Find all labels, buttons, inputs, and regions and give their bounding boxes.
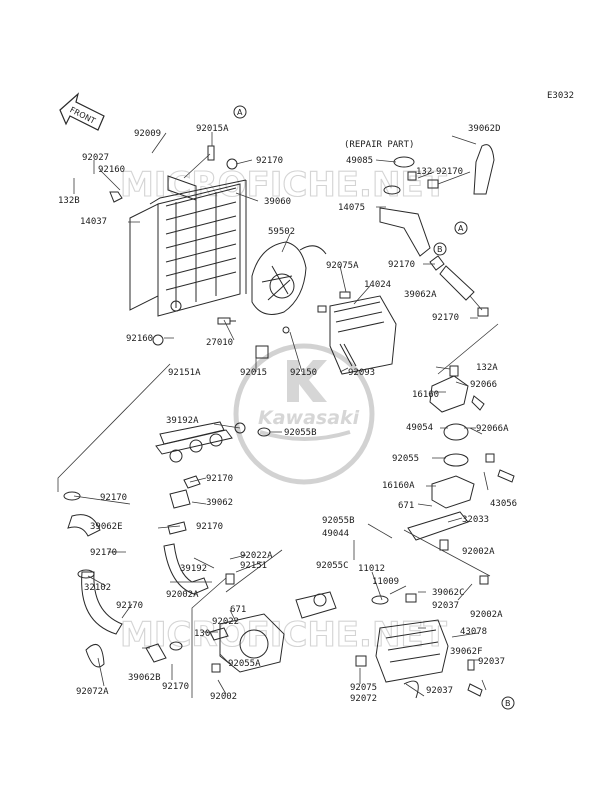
label-92066a: 92066A xyxy=(476,424,509,434)
label-671-b: 671 xyxy=(230,605,246,615)
part-labels: E3032 (REPAIR PART) 92009 92015A 92170 3… xyxy=(58,91,574,704)
label-92150: 92150 xyxy=(290,368,317,378)
label-43078: 43078 xyxy=(460,627,487,637)
label-92170-d: 92170 xyxy=(432,313,459,323)
label-92009: 92009 xyxy=(134,129,161,139)
label-39192: 39192 xyxy=(180,564,207,574)
label-92072: 92072 xyxy=(350,694,377,704)
label-92022: 92022 xyxy=(212,617,239,627)
label-132b: 132B xyxy=(58,196,80,206)
label-92066: 92066 xyxy=(470,380,497,390)
marker-b-bottom: B xyxy=(505,699,511,708)
label-92075a: 92075A xyxy=(326,261,359,271)
label-39062: 39062 xyxy=(206,498,233,508)
oil-cooler xyxy=(355,593,483,699)
label-92015a: 92015A xyxy=(196,124,229,134)
label-92055a: 92055A xyxy=(228,659,261,669)
upper-hose-assembly xyxy=(379,144,495,317)
label-39062c: 39062C xyxy=(432,588,465,598)
label-39062b: 39062B xyxy=(128,673,161,683)
label-92093: 92093 xyxy=(348,368,375,378)
label-49085: 49085 xyxy=(346,156,373,166)
label-39062f: 39062F xyxy=(450,647,483,657)
label-130: 130 xyxy=(194,629,210,639)
reservoir-tank xyxy=(317,291,397,375)
label-92075: 92075 xyxy=(350,683,377,693)
label-92022a: 92022A xyxy=(240,551,273,561)
label-92002: 92002 xyxy=(210,692,237,702)
label-32033: 32033 xyxy=(462,515,489,525)
label-92027: 92027 xyxy=(82,153,109,163)
label-92170-a: 92170 xyxy=(256,156,283,166)
label-11009: 11009 xyxy=(372,577,399,587)
label-92055b-a: 92055B xyxy=(284,428,317,438)
label-14075: 14075 xyxy=(338,203,365,213)
label-43056: 43056 xyxy=(490,499,517,509)
label-92015: 92015 xyxy=(240,368,267,378)
label-92037-c: 92037 xyxy=(426,686,453,696)
label-92037-b: 92037 xyxy=(478,657,505,667)
label-92055c: 92055C xyxy=(316,561,349,571)
front-arrow: FRONT xyxy=(59,92,105,131)
label-39192a: 39192A xyxy=(166,416,199,426)
label-39060: 39060 xyxy=(264,197,291,207)
label-92072a: 92072A xyxy=(76,687,109,697)
label-14024: 14024 xyxy=(364,280,391,290)
logo-text: Kawasaki xyxy=(258,407,360,429)
water-pump xyxy=(209,573,337,673)
label-92002a-b: 92002A xyxy=(166,590,199,600)
label-92170-h: 92170 xyxy=(90,548,117,558)
marker-a-top: A xyxy=(237,108,243,117)
label-92037-a: 92037 xyxy=(432,601,459,611)
watermark-text-top: MICROFICHE.NET xyxy=(120,165,448,205)
label-39062e: 39062E xyxy=(90,522,123,532)
label-92170-g: 92170 xyxy=(196,522,223,532)
label-49044: 49044 xyxy=(322,529,349,539)
label-92170-i: 92170 xyxy=(116,601,143,611)
label-92055b-b: 92055B xyxy=(322,516,355,526)
kawasaki-logo: Kawasaki xyxy=(233,343,375,485)
label-49054: 49054 xyxy=(406,423,433,433)
label-92160-a: 92160 xyxy=(98,165,125,175)
label-92002a-a: 92002A xyxy=(462,547,495,557)
leader-lines xyxy=(57,132,499,698)
marker-b-top: B xyxy=(437,245,443,254)
reference-markers: A A B B xyxy=(233,105,515,710)
label-32102: 32102 xyxy=(84,583,111,593)
repair-part-note: (REPAIR PART) xyxy=(344,140,414,150)
label-11012: 11012 xyxy=(358,564,385,574)
diagram-code: E3032 xyxy=(547,91,574,101)
fan-assembly xyxy=(251,241,327,359)
label-92160-b: 92160 xyxy=(126,334,153,344)
label-92002a-c: 92002A xyxy=(470,610,503,620)
marker-a-right: A xyxy=(458,224,464,233)
label-132: 132 xyxy=(416,167,432,177)
radiator xyxy=(109,145,247,346)
label-59502: 59502 xyxy=(268,227,295,237)
label-16160: 16160 xyxy=(412,390,439,400)
label-92170-f: 92170 xyxy=(100,493,127,503)
label-92151: 92151 xyxy=(240,561,267,571)
label-39062d: 39062D xyxy=(468,124,501,134)
label-92170-j: 92170 xyxy=(162,682,189,692)
label-92170-e: 92170 xyxy=(206,474,233,484)
label-132a: 132A xyxy=(476,363,498,373)
label-92151a: 92151A xyxy=(168,368,201,378)
label-27010: 27010 xyxy=(206,338,233,348)
label-92170-c: 92170 xyxy=(388,260,415,270)
label-39062a: 39062A xyxy=(404,290,437,300)
label-92170-b: 92170 xyxy=(436,167,463,177)
thermostat-group xyxy=(407,365,515,585)
label-14037: 14037 xyxy=(80,217,107,227)
label-671-a: 671 xyxy=(398,501,414,511)
label-92055: 92055 xyxy=(392,454,419,464)
label-16160a: 16160A xyxy=(382,481,415,491)
